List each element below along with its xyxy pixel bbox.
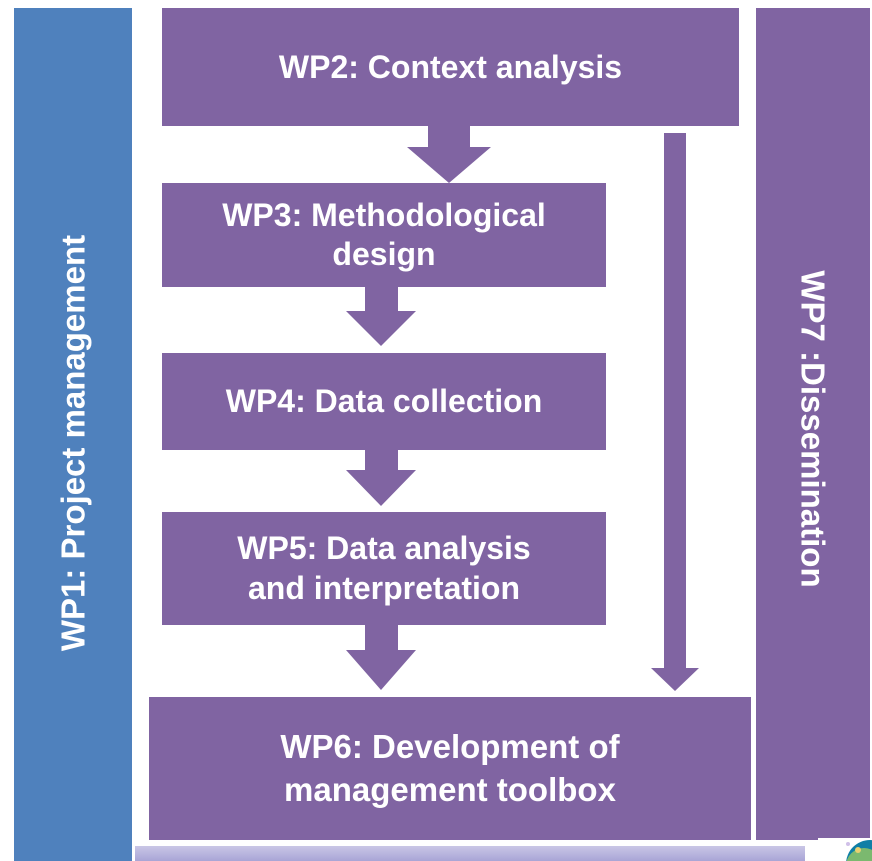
arrow-wp4-to-wp5 <box>346 450 416 506</box>
wp7-dissemination-bar: WP7 :Dissemination <box>756 8 870 840</box>
arrow-wp2-to-wp6 <box>651 133 699 691</box>
wp5-data-analysis-box: WP5: Data analysis and interpretation <box>162 512 606 625</box>
wp3-label-line2: design <box>332 236 436 272</box>
wp6-label-line1: WP6: Development of <box>280 728 620 766</box>
bottom-decorative-strip <box>135 846 805 861</box>
arrow-wp5-to-wp6 <box>346 625 416 690</box>
wp3-methodological-design-box: WP3: Methodological design <box>162 183 606 287</box>
arrow-wp3-to-wp4 <box>346 287 416 346</box>
corner-logo-fragment <box>818 838 872 861</box>
wp5-label-line1: WP5: Data analysis <box>237 530 531 567</box>
wp1-project-management-bar: WP1: Project management <box>14 8 132 861</box>
wp3-label-line1: WP3: Methodological <box>222 196 546 233</box>
wp6-development-toolbox-box: WP6: Development of management toolbox <box>149 697 751 840</box>
wp6-label-line2: management toolbox <box>284 770 616 808</box>
wp5-label-line2: and interpretation <box>247 569 520 606</box>
wp4-label: WP4: Data collection <box>225 383 543 419</box>
wp2-context-analysis-box: WP2: Context analysis <box>162 8 739 126</box>
arrow-wp2-to-wp3 <box>407 126 491 183</box>
wp4-data-collection-box: WP4: Data collection <box>162 353 606 450</box>
wp2-label: WP2: Context analysis <box>278 48 623 85</box>
